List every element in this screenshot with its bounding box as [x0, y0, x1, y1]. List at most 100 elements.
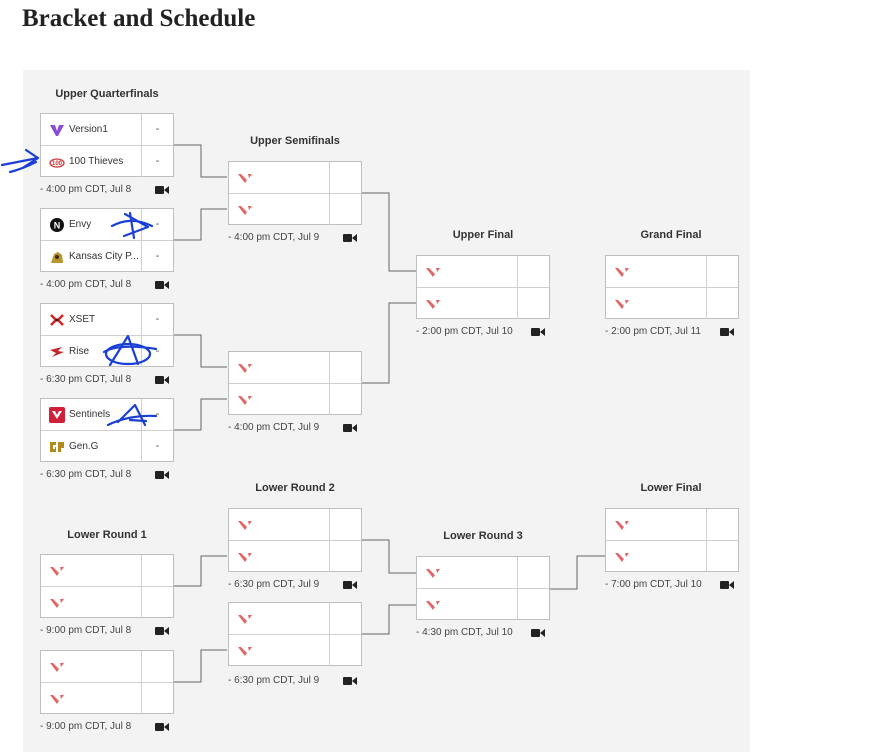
match-lower-final[interactable] — [605, 508, 739, 572]
round-label-lower-round-1: Lower Round 1 — [67, 529, 147, 541]
valorant-logo-icon — [238, 174, 252, 183]
team-row[interactable]: Gen.G - — [41, 431, 173, 462]
team-row-tbd[interactable] — [606, 288, 738, 319]
valorant-logo-icon — [238, 615, 252, 624]
video-camera-icon[interactable] — [155, 722, 169, 732]
match-upper-qf-3[interactable]: XSET - Rise - — [40, 303, 174, 367]
match-upper-sf-2[interactable] — [228, 351, 362, 415]
match-upper-qf-2[interactable]: N Envy - Kansas City P... - — [40, 208, 174, 272]
match-upper-qf-4[interactable]: Sentinels - Gen.G - — [40, 398, 174, 462]
round-label-lower-round-2: Lower Round 2 — [255, 482, 335, 494]
team-row[interactable]: Sentinels - — [41, 399, 173, 431]
match-grand-final[interactable] — [605, 255, 739, 319]
valorant-logo-icon — [238, 647, 252, 656]
video-camera-icon[interactable] — [155, 375, 169, 385]
team-row-tbd[interactable] — [417, 589, 549, 620]
valorant-logo-icon — [426, 569, 440, 578]
valorant-logo-icon — [426, 268, 440, 277]
video-camera-icon[interactable] — [531, 327, 545, 337]
team-row-tbd[interactable] — [229, 509, 361, 541]
team-name: Envy — [69, 219, 92, 230]
video-camera-icon[interactable] — [343, 233, 357, 243]
team-score — [517, 256, 549, 287]
team-score — [141, 555, 173, 586]
team-score: - — [141, 399, 173, 430]
match-time: - 9:00 pm CDT, Jul 8 — [40, 721, 132, 732]
rise-logo-icon — [50, 347, 64, 357]
video-camera-icon[interactable] — [343, 580, 357, 590]
team-row[interactable]: Rise - — [41, 336, 173, 367]
team-score — [329, 541, 361, 572]
match-upper-qf-1[interactable]: Version1 - 100 100 Thieves - — [40, 113, 174, 177]
team-score — [329, 162, 361, 193]
valorant-logo-icon — [615, 268, 629, 277]
round-label-lower-round-3: Lower Round 3 — [443, 530, 523, 542]
team-row-tbd[interactable] — [606, 509, 738, 541]
team-row-tbd[interactable] — [229, 384, 361, 415]
match-upper-final[interactable] — [416, 255, 550, 319]
match-lower-r1-b[interactable] — [40, 650, 174, 714]
video-camera-icon[interactable] — [531, 628, 545, 638]
team-score — [706, 256, 738, 287]
valorant-logo-icon — [50, 567, 64, 576]
valorant-logo-icon — [238, 206, 252, 215]
team-score — [706, 509, 738, 540]
team-row[interactable]: 100 100 Thieves - — [41, 146, 173, 177]
team-row[interactable]: N Envy - — [41, 209, 173, 241]
team-row-tbd[interactable] — [229, 541, 361, 572]
team-row-tbd[interactable] — [229, 635, 361, 666]
team-row-tbd[interactable] — [417, 288, 549, 319]
team-row-tbd[interactable] — [229, 194, 361, 225]
team-row[interactable]: Kansas City P... - — [41, 241, 173, 272]
100-thieves-logo-icon: 100 — [49, 158, 65, 168]
envy-logo-icon: N — [50, 218, 64, 232]
team-score — [329, 194, 361, 225]
team-row-tbd[interactable] — [229, 352, 361, 384]
video-camera-icon[interactable] — [720, 327, 734, 337]
video-camera-icon[interactable] — [343, 676, 357, 686]
team-row-tbd[interactable] — [606, 541, 738, 572]
team-row-tbd[interactable] — [41, 651, 173, 683]
team-row-tbd[interactable] — [41, 587, 173, 618]
team-score: - — [141, 336, 173, 367]
video-camera-icon[interactable] — [155, 626, 169, 636]
video-camera-icon[interactable] — [155, 470, 169, 480]
match-time: - 6:30 pm CDT, Jul 8 — [40, 469, 132, 480]
valorant-logo-icon — [50, 695, 64, 704]
team-score: - — [141, 431, 173, 462]
match-lower-r1-a[interactable] — [40, 554, 174, 618]
team-row-tbd[interactable] — [417, 557, 549, 589]
team-name: 100 Thieves — [69, 156, 124, 167]
video-camera-icon[interactable] — [155, 280, 169, 290]
match-lower-r3[interactable] — [416, 556, 550, 620]
match-time: - 6:30 pm CDT, Jul 8 — [40, 374, 132, 385]
match-upper-sf-1[interactable] — [228, 161, 362, 225]
video-camera-icon[interactable] — [720, 580, 734, 590]
team-row-tbd[interactable] — [41, 683, 173, 714]
kansas-city-pioneers-logo-icon — [51, 252, 63, 263]
team-name: Rise — [69, 346, 90, 357]
team-row-tbd[interactable] — [606, 256, 738, 288]
team-row[interactable]: Version1 - — [41, 114, 173, 146]
team-score — [706, 541, 738, 572]
team-name: Kansas City P... — [69, 251, 139, 262]
round-label-upper-final: Upper Final — [452, 229, 514, 241]
match-lower-r2-b[interactable] — [228, 602, 362, 666]
team-row-tbd[interactable] — [417, 256, 549, 288]
team-score — [517, 557, 549, 588]
valorant-logo-icon — [238, 553, 252, 562]
team-score: - — [141, 146, 173, 177]
video-camera-icon[interactable] — [155, 185, 169, 195]
match-lower-r2-a[interactable] — [228, 508, 362, 572]
team-row-tbd[interactable] — [229, 603, 361, 635]
team-row-tbd[interactable] — [229, 162, 361, 194]
match-time: - 4:00 pm CDT, Jul 9 — [228, 232, 320, 243]
team-row[interactable]: XSET - — [41, 304, 173, 336]
page-title: Bracket and Schedule — [22, 5, 256, 32]
version1-logo-icon — [50, 125, 64, 136]
svg-text:100: 100 — [52, 161, 63, 167]
team-score: - — [141, 241, 173, 272]
team-row-tbd[interactable] — [41, 555, 173, 587]
team-score — [141, 683, 173, 714]
video-camera-icon[interactable] — [343, 423, 357, 433]
